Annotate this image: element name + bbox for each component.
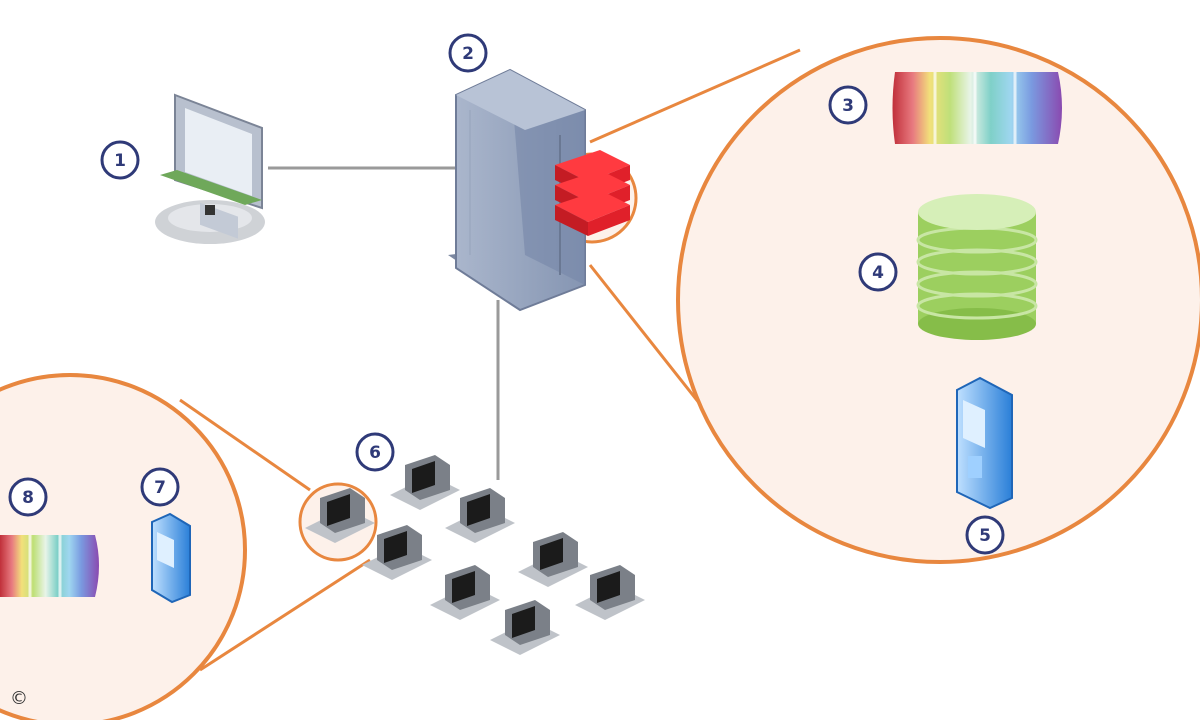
plugin-stack-icon (555, 150, 630, 236)
mobile-device-icon (956, 376, 1013, 510)
workstation-icon (575, 565, 645, 620)
client-software-bundle-icon (0, 535, 99, 597)
svg-text:5: 5 (979, 526, 991, 546)
callout-6: 6 (355, 432, 395, 472)
workstation-icon (430, 565, 500, 620)
callout-3: 3 (828, 85, 868, 125)
workstation-icon (490, 600, 560, 655)
callout-8: 8 (8, 477, 48, 517)
svg-text:8: 8 (22, 488, 34, 508)
svg-text:7: 7 (154, 478, 166, 498)
zoom-lens-server (546, 36, 1200, 564)
callout-5: 5 (965, 515, 1005, 555)
client-device-icon (151, 512, 191, 604)
workstation-icon (518, 532, 588, 587)
svg-text:1: 1 (114, 151, 126, 171)
callout-1: 1 (100, 140, 140, 180)
copyright-mark: © (10, 688, 28, 709)
workstation-icon (445, 488, 515, 543)
callout-7: 7 (140, 467, 180, 507)
zoom-lens-client (0, 373, 378, 720)
software-bundle-icon (892, 72, 1062, 144)
connectors (268, 166, 500, 480)
database-icon (916, 194, 1038, 340)
svg-text:4: 4 (872, 263, 884, 283)
workstation-cluster (305, 455, 645, 655)
workstation-icon (362, 525, 432, 580)
callout-4: 4 (858, 252, 898, 292)
server-icon (448, 68, 586, 312)
callout-2: 2 (448, 33, 488, 73)
terminal-icon (155, 93, 265, 244)
svg-text:6: 6 (369, 443, 381, 463)
workstation-icon (305, 488, 375, 543)
workstation-icon (390, 455, 460, 510)
callouts: 1 2 3 4 5 6 7 8 (8, 33, 1005, 555)
svg-text:3: 3 (842, 96, 854, 116)
svg-text:2: 2 (462, 44, 474, 64)
